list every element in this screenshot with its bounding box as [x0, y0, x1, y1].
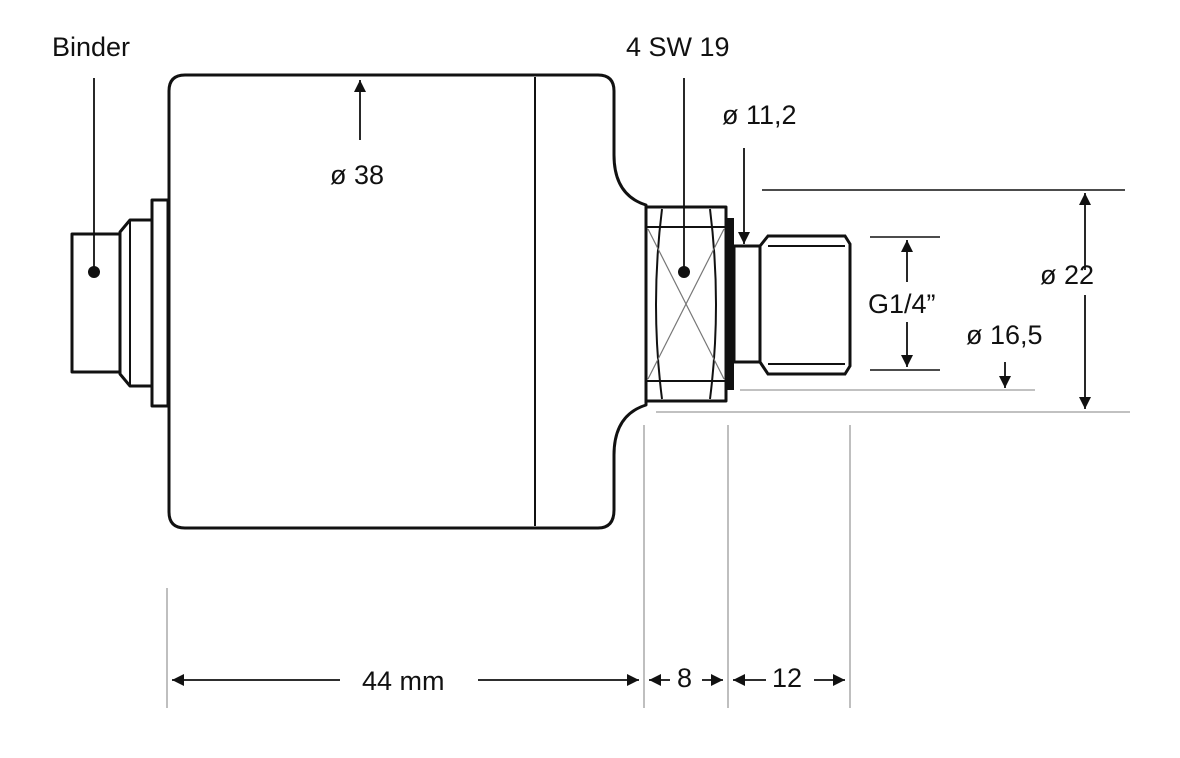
- sealing-ring: [726, 218, 734, 390]
- thread-relief: [732, 244, 762, 364]
- reference-lines: [762, 189, 1125, 371]
- wrench-size-label: 4 SW 19: [626, 32, 730, 62]
- length-8-label: 8: [677, 663, 692, 693]
- binder-dot: [88, 266, 100, 278]
- main-housing: [167, 73, 648, 530]
- wrench-dot: [678, 266, 690, 278]
- length-44-label: 44 mm: [362, 666, 445, 696]
- diameter-11-2-label: ø 11,2: [722, 100, 797, 130]
- connector-plug: [70, 232, 122, 374]
- thread-label: G1/4”: [868, 289, 936, 319]
- diameter-22-label: ø 22: [1040, 260, 1094, 290]
- hex-cross: [647, 228, 725, 380]
- binder-label: Binder: [52, 32, 130, 62]
- length-12-label: 12: [772, 663, 802, 693]
- extension-lines: [166, 389, 1130, 708]
- sensor-outline: [70, 73, 728, 530]
- connector-flange: [150, 198, 170, 408]
- connector-collar: [118, 218, 154, 388]
- diameter-16-5-label: ø 16,5: [966, 320, 1043, 350]
- thread-spigot: [758, 234, 852, 376]
- diameter-38-label: ø 38: [330, 160, 384, 190]
- leaders: [93, 78, 1091, 686]
